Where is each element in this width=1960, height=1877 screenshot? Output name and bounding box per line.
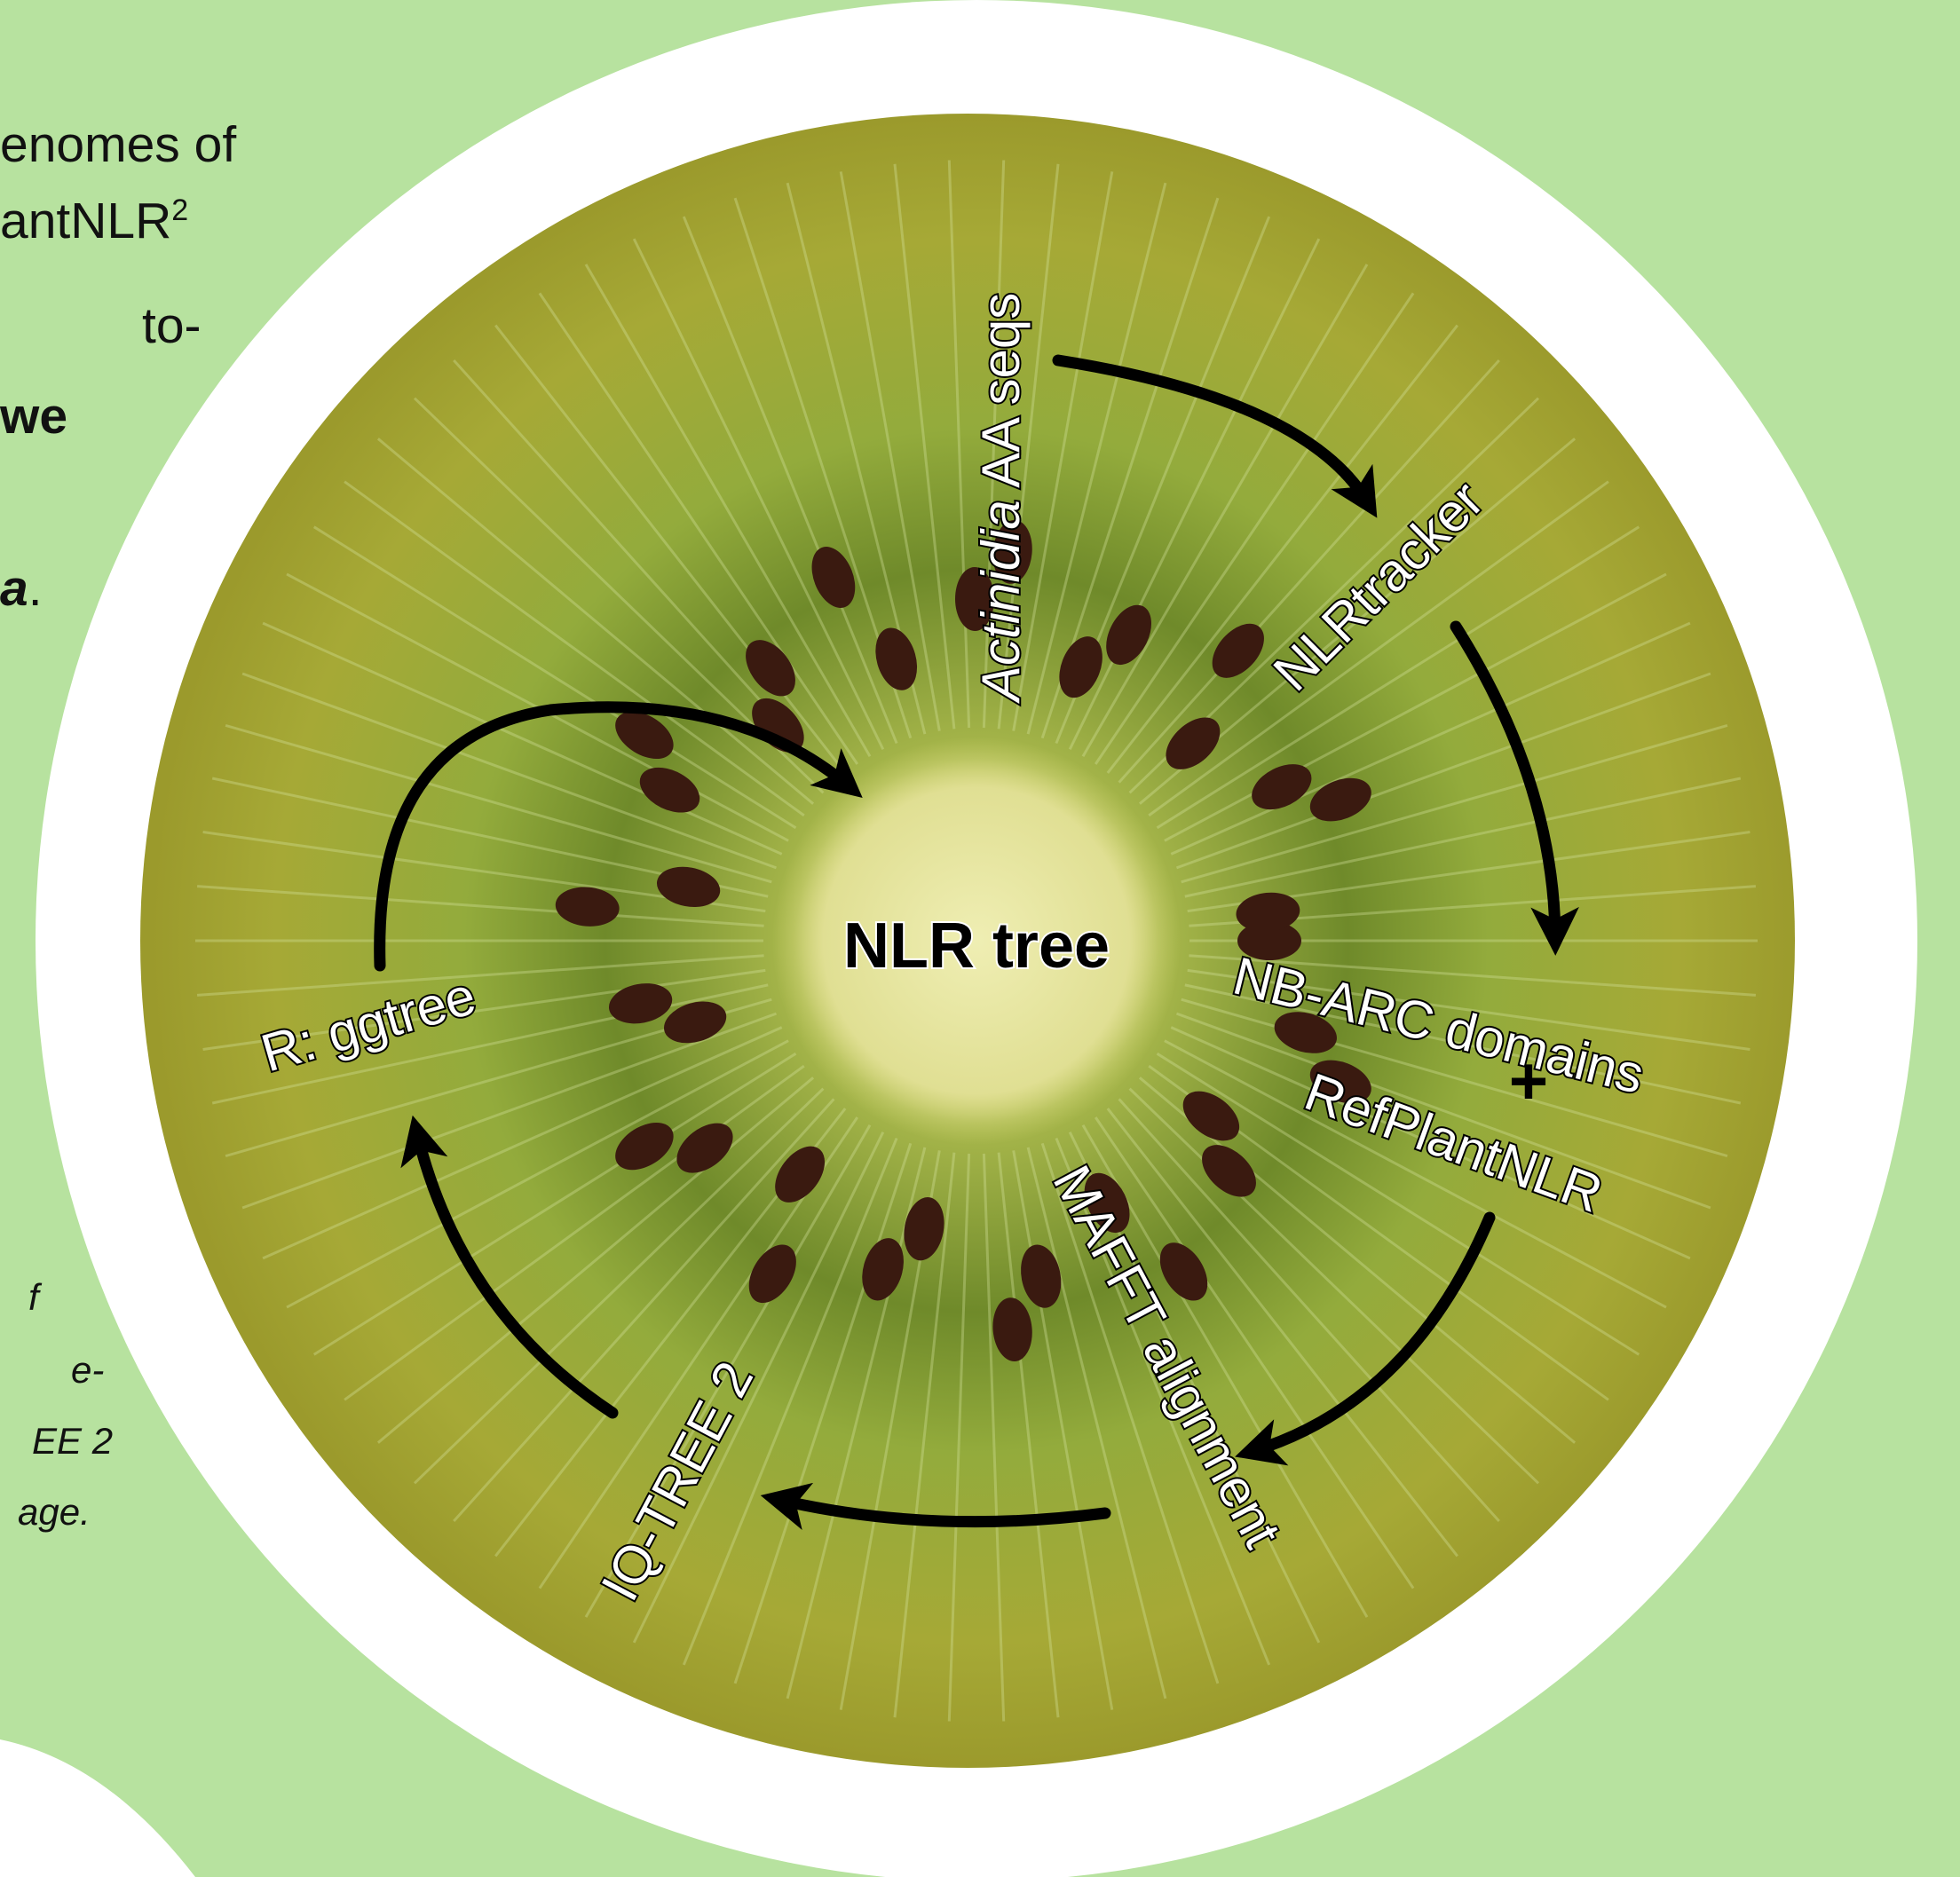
- label-actinidia-italic: Actinidia: [971, 500, 1031, 704]
- plus-sign: +: [1509, 1044, 1548, 1119]
- label-actinidia-seqs: Actinidia AA seqs: [971, 293, 1031, 704]
- label-actinidia-rest: AA seqs: [971, 293, 1031, 501]
- center-label-nlr-tree: NLR tree: [843, 911, 1110, 982]
